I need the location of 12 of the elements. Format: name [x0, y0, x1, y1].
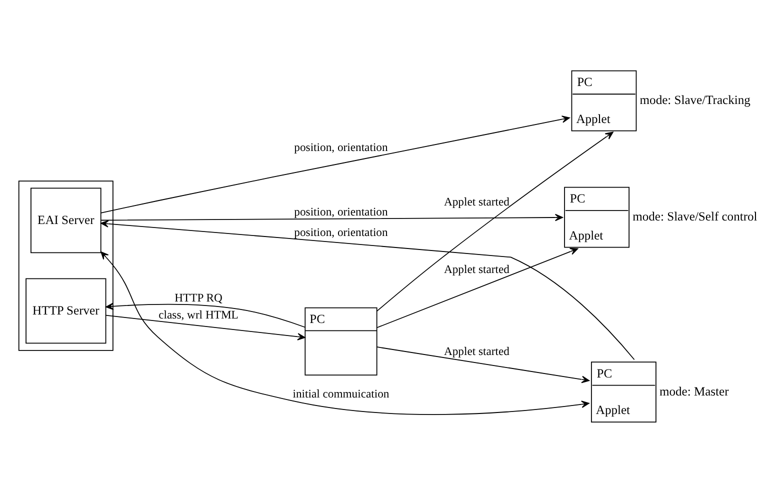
edge-label: Applet started [444, 345, 510, 358]
edge-label: class, wrl HTML [158, 308, 238, 322]
edge-label: Applet started [444, 262, 510, 276]
edge-label: position, orientation [294, 226, 388, 240]
edge-label: initial commuication [292, 387, 390, 400]
edge-label: Applet started [444, 196, 510, 209]
node-label: mode: Master [660, 384, 729, 398]
node-label: mode: Slave/Self control [632, 210, 758, 224]
edge-label: position, orientation [294, 140, 388, 154]
edge-label: position, orientation [294, 205, 388, 218]
edge-label: HTTP RQ [174, 291, 222, 304]
node-label: mode: Slave/Tracking [640, 93, 750, 108]
